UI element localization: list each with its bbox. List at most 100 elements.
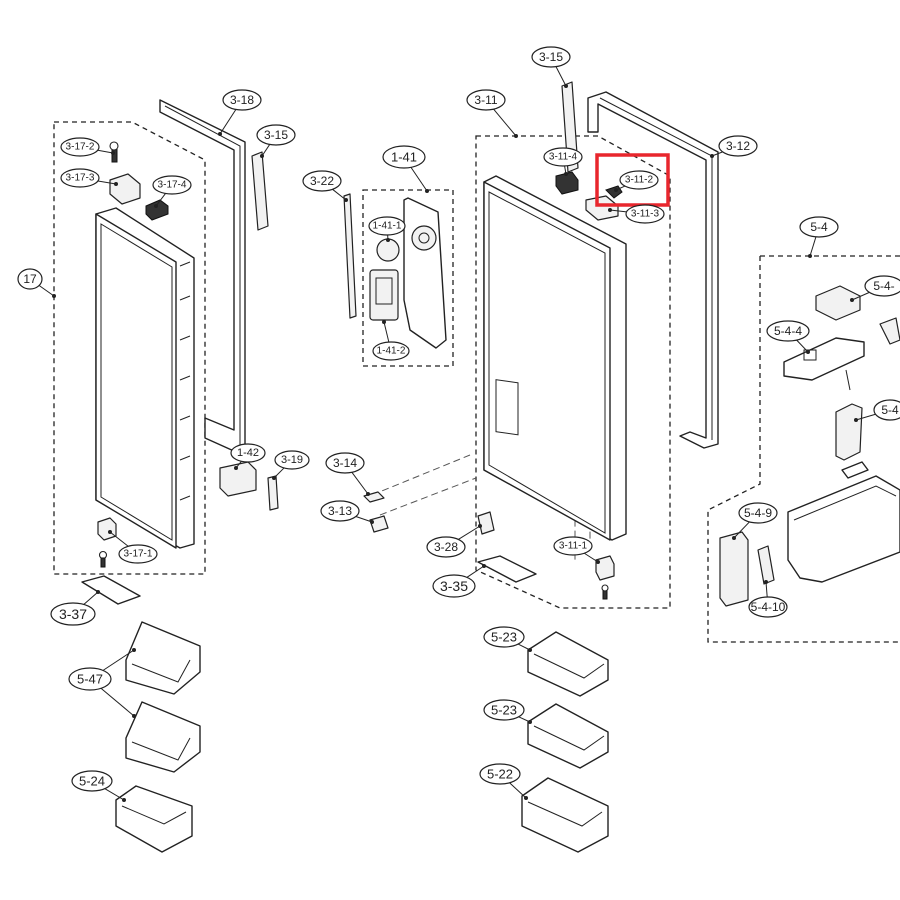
leader-dot	[154, 204, 158, 208]
leader-dot	[732, 536, 736, 540]
callout-leader-line	[555, 66, 567, 87]
callout-label: 3-11-3	[631, 209, 660, 220]
ice-maker-group	[707, 255, 900, 643]
callout-label: 3-17-1	[124, 549, 153, 560]
callout-bubble	[302, 170, 342, 192]
callout-label: 5-4	[881, 403, 899, 417]
leader-dot	[272, 476, 276, 480]
part-3-35	[477, 555, 537, 583]
callout-label: 5-47	[77, 672, 103, 687]
highlight-box-3-11-2	[595, 153, 670, 207]
callout-leader-line	[38, 285, 55, 297]
callout-3-11-1: 3-11-1	[553, 536, 600, 564]
dispenser-cover-group	[362, 189, 454, 367]
callout-label: 3-15	[264, 128, 288, 142]
callout-leader-line	[102, 649, 135, 671]
callout-3-11-3: 3-11-3	[608, 204, 665, 224]
callout-bubble	[766, 320, 810, 342]
callout-leader-line	[765, 581, 768, 598]
callout-label: 1-41-2	[377, 346, 406, 357]
callout-1-41: 1-41	[382, 145, 429, 193]
leader-dot	[564, 172, 568, 176]
callout-5-24: 5-24	[71, 770, 126, 802]
leader-dot	[114, 182, 118, 186]
door-bin-5-23-b	[527, 703, 609, 769]
callout-3-28: 3-28	[426, 524, 482, 558]
callout-bubble	[372, 341, 410, 361]
ice-maker-part-5-4-10	[757, 545, 775, 585]
leader-dot	[764, 580, 768, 584]
door-bin-5-47-a	[125, 621, 201, 695]
leader-dot	[52, 294, 56, 298]
callout-bubble	[60, 137, 100, 157]
callout-5-22: 5-22	[479, 763, 528, 800]
right-door-group-boundary	[475, 135, 671, 609]
callout-label: 3-37	[59, 606, 87, 622]
callout-leader-line	[97, 180, 117, 185]
callout-bubble	[625, 204, 665, 224]
callout-leader-line	[509, 782, 527, 799]
callout-bubble	[60, 168, 100, 188]
leader-dot	[366, 492, 370, 496]
callout-label: 3-13	[328, 504, 352, 518]
leader-dot	[132, 648, 136, 652]
right-door-group	[371, 135, 671, 609]
callout-leader-line	[851, 291, 870, 301]
leader-dot	[382, 320, 386, 324]
leader-dot	[528, 648, 532, 652]
callout-bubble	[426, 536, 466, 558]
callout-bubble	[68, 667, 112, 691]
callout-bubble	[619, 170, 659, 190]
callout-leader-line	[855, 413, 876, 421]
callout-label: 5-4-4	[774, 324, 802, 338]
part-3-37	[81, 575, 141, 605]
callout-leader-line	[458, 525, 481, 540]
callout-label: 3-15	[539, 50, 563, 64]
left-door-group-boundary	[53, 121, 206, 575]
callout-label: 5-23	[491, 703, 517, 718]
callout-bubble	[325, 452, 365, 474]
callout-3-11-4: 3-11-4	[543, 147, 583, 176]
callout-5-4-10: 5-4-10	[748, 580, 788, 618]
callout-leader-line	[809, 236, 817, 257]
callout-leader-line	[517, 643, 531, 651]
callout-label: 17	[23, 272, 37, 286]
callout-leader-line	[100, 687, 135, 717]
callout-3-14: 3-14	[325, 452, 370, 496]
trim-strip-3-22	[343, 193, 357, 319]
leader-dot	[344, 198, 348, 202]
callout-leader-line	[493, 108, 517, 137]
callout-label: 5-23	[491, 630, 517, 645]
callout-label: 3-11-2	[625, 175, 654, 186]
callout-3-15: 3-15	[256, 124, 296, 158]
callout-bubble	[466, 89, 506, 111]
callout-bubble	[799, 216, 839, 238]
callout-leader-line	[273, 467, 285, 479]
callout-label: 3-17-3	[66, 173, 95, 184]
callout-label: 1-41	[391, 150, 417, 165]
callout-bubble	[718, 135, 758, 157]
callout-leader-line	[109, 531, 129, 547]
leader-dot	[596, 560, 600, 564]
callout-label: 5-24	[79, 774, 105, 789]
callout-bubble	[531, 46, 571, 68]
callout-5-4-9: 5-4-9	[732, 502, 778, 540]
leader-dot	[482, 564, 486, 568]
callout-bubble	[483, 626, 525, 648]
callout-3-17-4: 3-17-4	[152, 175, 192, 208]
callout-bubble	[50, 602, 96, 626]
leader-dot	[132, 714, 136, 718]
callout-leader-line	[466, 565, 485, 578]
callout-leader-line	[219, 109, 237, 135]
callout-label: 3-12	[726, 139, 750, 153]
leader-dot	[260, 154, 264, 158]
leader-dot	[218, 132, 222, 136]
callout-label: 1-42	[237, 447, 259, 459]
callout-label: 3-11	[474, 93, 497, 107]
ice-maker-post	[835, 403, 863, 461]
part-3-13	[369, 515, 389, 533]
callout-leader-line	[97, 149, 114, 154]
dispenser-group-boundary	[362, 189, 454, 367]
